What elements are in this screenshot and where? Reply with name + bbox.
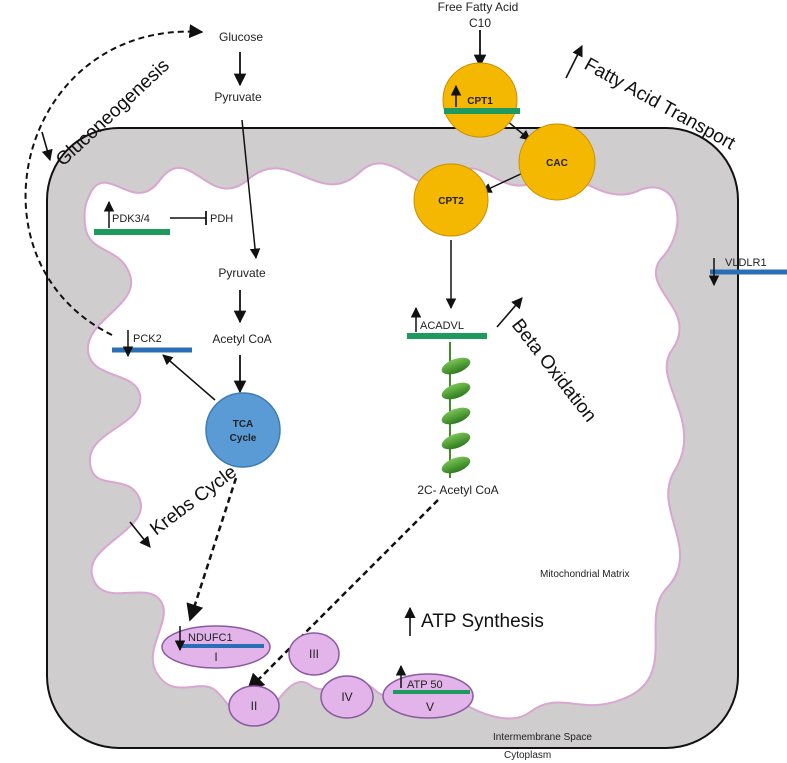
acadvl-label: ACADVL: [420, 320, 464, 332]
arrow-cac-cpt2: [481, 171, 526, 193]
complex-iv: [320, 675, 374, 719]
ndufc1-label: NDUFC1: [188, 632, 233, 644]
gluconeogenesis-down-arrow: [41, 131, 53, 162]
pyruvate-matrix-label: Pyruvate: [218, 266, 266, 280]
beta-oxidation-helix: [441, 357, 471, 474]
arrow-acetylcoa-complex-ii: [246, 499, 439, 692]
tca-cycle-node: [205, 392, 281, 468]
complex-ii-label: II: [251, 699, 258, 713]
pdk-label: PDK3/4: [112, 213, 150, 225]
glucose-label: Glucose: [219, 30, 263, 44]
cac-node: [518, 123, 596, 201]
beta-oxidation-up-arrow: [496, 297, 523, 328]
arrow-tca-pck2: [162, 354, 216, 401]
complex-ii: [228, 685, 280, 727]
intermembrane-label: Intermembrane Space: [493, 732, 592, 743]
matrix-label: Mitochondrial Matrix: [540, 569, 629, 580]
tca-label-line2: Cycle: [230, 433, 257, 444]
cpt2-node: [413, 163, 489, 237]
complex-iii: [288, 632, 340, 676]
fatty-acid-transport-up-arrow: [565, 44, 583, 79]
cac-label: CAC: [546, 158, 568, 169]
ffa-label: Free Fatty Acid: [438, 0, 519, 14]
two-c-acetyl-coa-label: 2C- Acetyl CoA: [417, 483, 498, 497]
cpt1-node: [442, 62, 518, 138]
pyruvate-cytosol-label: Pyruvate: [214, 90, 262, 104]
pdh-label: PDH: [210, 213, 233, 225]
krebs-cycle-down-arrow: [129, 521, 151, 548]
atp50-label: ATP 50: [407, 679, 443, 691]
arrow-pyruvate-pyruvate: [241, 119, 261, 260]
cpt1-label: CPT1: [467, 96, 493, 107]
acetyl-coa-label: Acetyl CoA: [212, 332, 271, 346]
gluconeogenesis-arrow: [24, 24, 204, 336]
complex-iv-label: IV: [341, 690, 352, 704]
complex-i-label: I: [214, 650, 217, 664]
atp-synthesis-label: ATP Synthesis: [421, 611, 544, 632]
vldlr1-label: VLDLR1: [725, 257, 767, 269]
tca-label-line1: TCA: [233, 419, 254, 430]
cytoplasm-label: Cytoplasm: [504, 750, 551, 761]
complex-v: [382, 673, 474, 719]
complex-v-label: V: [426, 700, 434, 714]
c10-label: C10: [469, 16, 491, 30]
complex-iii-label: III: [309, 647, 319, 661]
pck2-label: PCK2: [133, 333, 162, 345]
arrow-tca-complex-i: [186, 477, 238, 622]
cpt2-label: CPT2: [438, 196, 464, 207]
